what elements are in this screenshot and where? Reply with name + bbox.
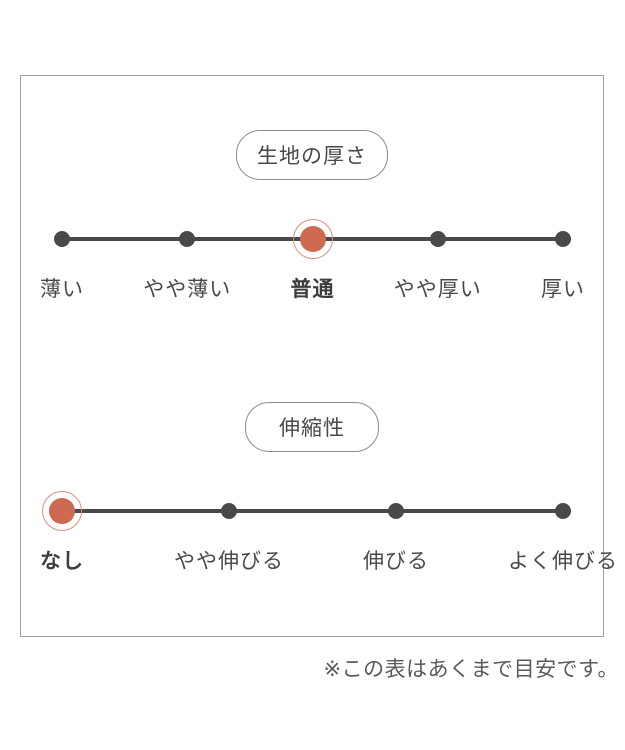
- scale-option-label: 厚い: [541, 278, 585, 301]
- scale-title-pill: 生地の厚さ: [236, 130, 388, 180]
- scale-option-label: 伸びる: [363, 550, 429, 573]
- scale-title-pill: 伸縮性: [245, 402, 379, 452]
- scale-title-label: 生地の厚さ: [257, 145, 367, 168]
- selected-value-dot: [42, 491, 82, 531]
- scale-option-label: やや伸びる: [174, 550, 284, 573]
- scale-option-label: やや薄い: [143, 278, 232, 301]
- selected-value-dot: [292, 219, 333, 259]
- scale-option-label-selected: なし: [40, 550, 84, 573]
- scale-dot: [388, 503, 404, 519]
- footnote: ※この表はあくまで目安です。: [323, 658, 619, 681]
- fabric-spec-panel: 生地の厚さ 薄い やや薄い 普通 やや厚い 厚い 伸縮性 なし やや伸びる 伸びる よく伸びる: [20, 75, 617, 637]
- scale-option-label: よく伸びる: [508, 550, 618, 573]
- scale-section-1: 伸縮性 なし やや伸びる 伸びる よく伸びる: [21, 348, 617, 618]
- scale-section-0: 生地の厚さ 薄い やや薄い 普通 やや厚い 厚い: [21, 76, 603, 346]
- scale-dot: [179, 231, 196, 247]
- scale-title-label: 伸縮性: [279, 417, 345, 440]
- scale-option-label-selected: 普通: [290, 278, 335, 301]
- scale-dot: [555, 503, 571, 519]
- scale-track-line: [62, 509, 563, 513]
- scale-dot: [54, 231, 70, 247]
- scale-dot: [555, 231, 571, 247]
- scale-option-label: 薄い: [40, 278, 84, 301]
- scale-dot: [429, 231, 446, 247]
- scale-dot: [221, 503, 237, 519]
- scale-option-label: やや厚い: [393, 278, 482, 301]
